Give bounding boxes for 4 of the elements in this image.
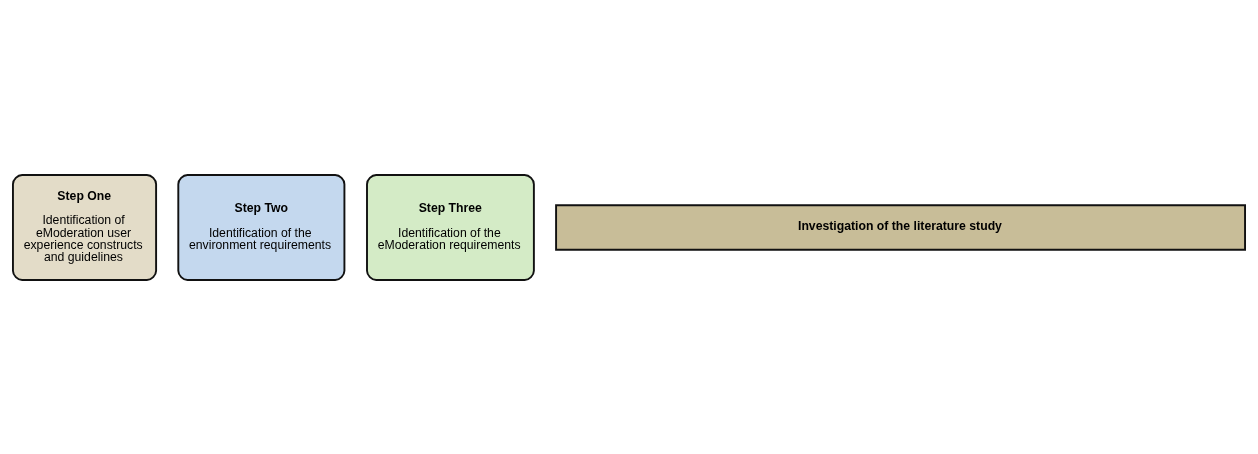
node-box: Step Two Identification of the environment requirements	[177, 173, 346, 281]
node-box: Step One Identification of eModeration user experience constructs and guidelines	[12, 173, 158, 281]
node-box: Step Three Identification of the eModeration requirements	[366, 173, 535, 281]
node-box: Investigation of the literature study	[555, 203, 1246, 251]
